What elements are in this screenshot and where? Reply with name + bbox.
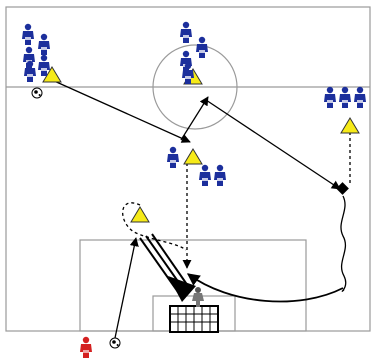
dribble-wavy [340, 195, 347, 292]
diamond-marker-icon [336, 182, 349, 195]
right-line-group [324, 86, 366, 108]
cone-icon [183, 148, 203, 165]
player-icon [167, 146, 179, 168]
player-icon [196, 36, 208, 58]
pass-arrow-3 [205, 99, 341, 190]
player-icon [339, 86, 351, 108]
shot-arrow [139, 233, 196, 302]
goalkeeper-icon [192, 287, 204, 307]
player-icon [38, 33, 50, 55]
midfield-group [167, 146, 226, 186]
cone-icon [340, 117, 360, 134]
soccer-ball-icon [109, 337, 121, 349]
pass-arrow-2 [180, 96, 209, 141]
player-icon [199, 164, 211, 186]
center-circle [152, 44, 238, 130]
player-icon [22, 23, 34, 45]
run-dashed-curve [122, 202, 187, 251]
player-icon [214, 164, 226, 186]
soccer-ball-icon [31, 87, 43, 99]
player-icon [180, 50, 192, 72]
player-icon [324, 86, 336, 108]
top-left-group [22, 23, 50, 82]
player-icon [180, 21, 192, 43]
goal-net-icon [169, 305, 219, 333]
cross-curve [186, 273, 344, 303]
pass-from-bottom [114, 237, 139, 339]
cone-icon [130, 206, 150, 223]
player-icon [24, 60, 36, 82]
player-icon [354, 86, 366, 108]
pass-arrow-1 [51, 79, 191, 143]
red-player [80, 336, 92, 358]
arrows [51, 79, 351, 339]
